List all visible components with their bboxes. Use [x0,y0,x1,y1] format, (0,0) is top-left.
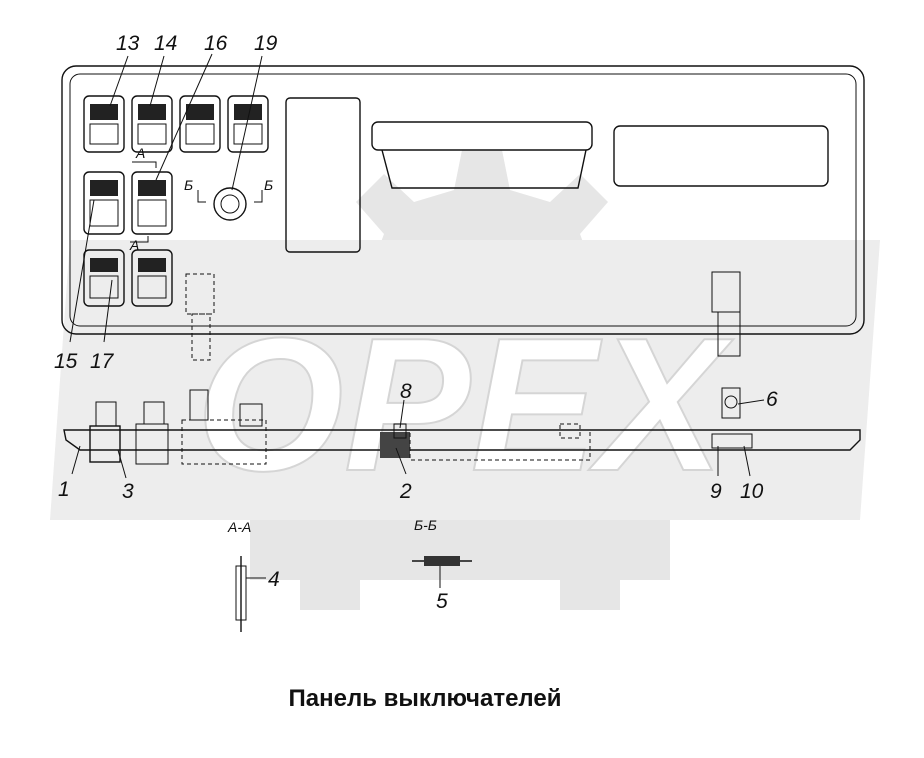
rocker-switch-17[interactable] [83,249,125,307]
callout-15: 15 [54,350,78,373]
callout-4: 4 [268,568,280,591]
section-view-aa: А-А [227,519,251,632]
callout-6: 6 [766,388,778,411]
knob-switch[interactable] [213,187,247,221]
rocker-switch-a[interactable] [131,171,173,235]
callout-14: 14 [154,32,177,55]
section-mark-b-left: Б [184,177,193,193]
section-markers: А А Б Б [129,145,273,253]
callout-labels: 13 14 16 19 15 17 1 3 2 8 6 9 10 4 5 [54,32,778,613]
callout-16: 16 [204,32,228,55]
callout-9: 9 [710,480,722,503]
callout-10: 10 [740,480,764,503]
callout-5: 5 [436,590,448,613]
rocker-switch-19[interactable] [227,95,269,153]
diagram-title: Панель выключателей [288,685,562,712]
watermark-band: OPEX [50,240,880,520]
switch-row-top [83,95,269,153]
switch-panel [61,65,865,335]
callout-13: 13 [116,32,140,55]
side-view [63,387,861,465]
callout-3: 3 [122,480,134,503]
callout-8: 8 [400,380,412,403]
callout-2: 2 [399,480,412,503]
leader-lines [69,53,765,588]
rocker-switch-blank[interactable] [131,249,173,307]
callout-17: 17 [90,350,115,373]
rocker-switch-13[interactable] [83,95,125,153]
panel-cutouts [285,97,829,253]
section-title-bb: Б-Б [414,517,437,533]
switch-row-middle [83,171,247,235]
watermark-text: OPEX [196,299,734,511]
rocker-switch-14[interactable] [131,95,173,153]
callout-1: 1 [58,478,70,501]
section-title-aa: А-А [227,519,251,535]
section-mark-b-right: Б [264,177,273,193]
section-view-bb: Б-Б [412,517,472,566]
section-mark-a-top: А [135,145,145,161]
mounting-brackets [185,271,741,361]
rocker-switch-16[interactable] [179,95,221,153]
callout-19: 19 [254,32,278,55]
switch-row-bottom [83,249,173,307]
rocker-switch-15[interactable] [83,171,125,235]
section-mark-a-bottom: А [129,237,139,253]
